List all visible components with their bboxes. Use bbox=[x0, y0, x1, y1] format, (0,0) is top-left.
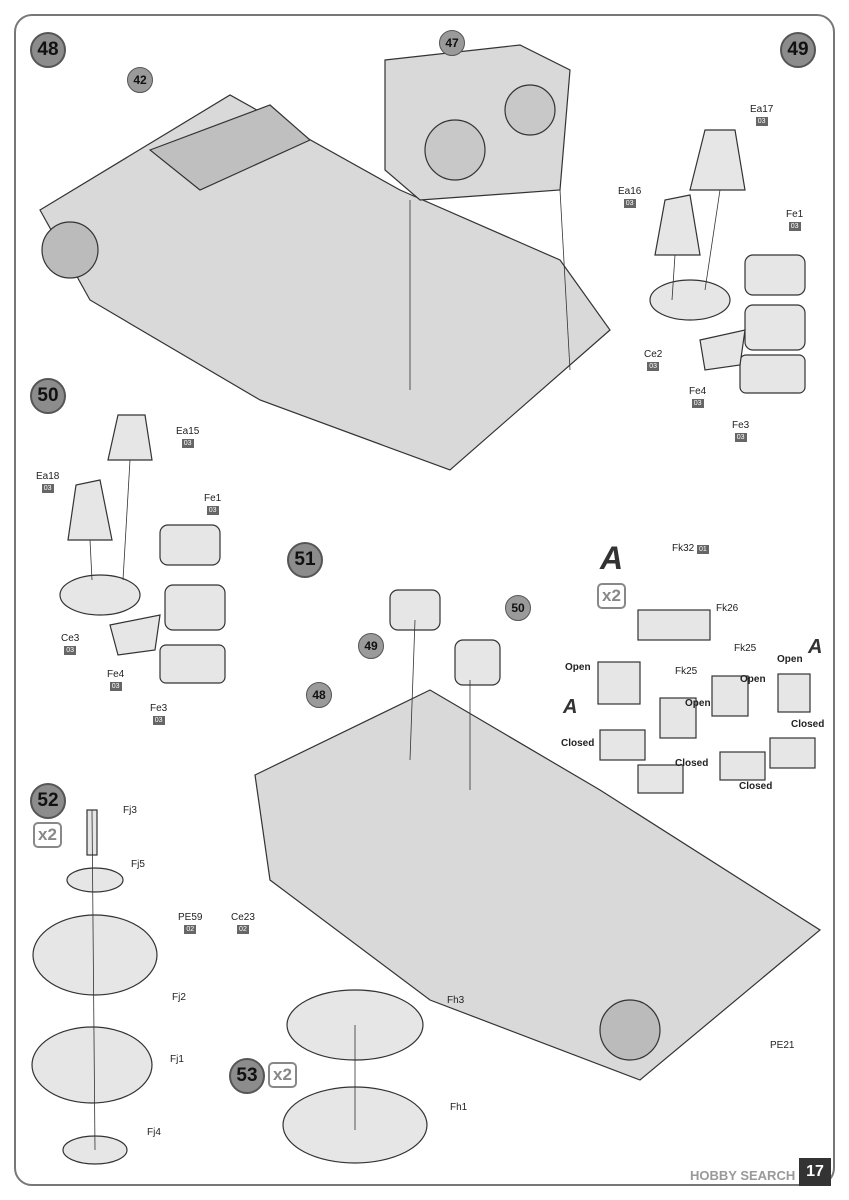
part-label-fk25-right: Fk25 bbox=[734, 643, 757, 654]
part-label-fj4: Fj4 bbox=[147, 1127, 161, 1138]
part-label-fj5: Fj5 bbox=[131, 859, 145, 870]
wheel-fj1 bbox=[31, 1026, 153, 1104]
part-label-fk26: Fk26 bbox=[716, 603, 739, 614]
part-label-fj3: Fj3 bbox=[123, 805, 137, 816]
step-51-badge: 51 bbox=[287, 542, 323, 578]
callout-47: 47 bbox=[439, 30, 465, 56]
part-label-pe21: PE21 bbox=[770, 1040, 795, 1051]
closed-label-1: Closed bbox=[561, 738, 595, 749]
part-label-fk32: Fk32 01 bbox=[672, 543, 709, 554]
page-number: 17 bbox=[799, 1158, 831, 1186]
part-label-fh3: Fh3 bbox=[447, 995, 465, 1006]
step-48-badge: 48 bbox=[30, 32, 66, 68]
watermark: HOBBY SEARCH bbox=[690, 1168, 796, 1183]
closed-label-3: Closed bbox=[739, 781, 773, 792]
hatch-fk26 bbox=[637, 609, 711, 641]
tire-fj2 bbox=[32, 914, 158, 996]
filter-ea15 bbox=[107, 414, 153, 461]
step-50-badge: 50 bbox=[30, 378, 66, 414]
detail-A-heading: A bbox=[600, 540, 624, 576]
part-label-fj2: Fj2 bbox=[172, 992, 186, 1003]
detail-A-marker-right: A bbox=[808, 636, 823, 658]
callout-42: 42 bbox=[127, 67, 153, 93]
part-label-fj1: Fj1 bbox=[170, 1054, 184, 1065]
cartridge-fe1-50 bbox=[159, 524, 221, 566]
filter-ea18 bbox=[67, 479, 113, 541]
filter-ea17 bbox=[689, 129, 746, 191]
open-label-4: Open bbox=[777, 654, 803, 665]
cartridge-fe1-49 bbox=[744, 254, 806, 296]
multiplier-52: x2 bbox=[33, 822, 62, 848]
open-label-3: Open bbox=[740, 674, 766, 685]
detail-A-marker-left: A bbox=[563, 696, 578, 718]
step-53-badge: 53 bbox=[229, 1058, 265, 1094]
closed-label-4: Closed bbox=[791, 719, 825, 730]
filter-ea16 bbox=[654, 194, 701, 256]
part-label-fk25-left: Fk25 bbox=[675, 666, 698, 677]
closed-label-2: Closed bbox=[675, 758, 709, 769]
page-frame bbox=[14, 14, 835, 1186]
open-label-1: Open bbox=[565, 662, 591, 673]
multiplier-A: x2 bbox=[597, 583, 626, 609]
hull-51-illustration bbox=[254, 689, 822, 1081]
callout-48: 48 bbox=[306, 682, 332, 708]
open-label-2: Open bbox=[685, 698, 711, 709]
part-label-fh1: Fh1 bbox=[450, 1102, 468, 1113]
step-52-badge: 52 bbox=[30, 783, 66, 819]
callout-50: 50 bbox=[505, 595, 531, 621]
callout-49: 49 bbox=[358, 633, 384, 659]
disc-fj5 bbox=[66, 867, 124, 893]
step-49-badge: 49 bbox=[780, 32, 816, 68]
multiplier-53: x2 bbox=[268, 1062, 297, 1088]
